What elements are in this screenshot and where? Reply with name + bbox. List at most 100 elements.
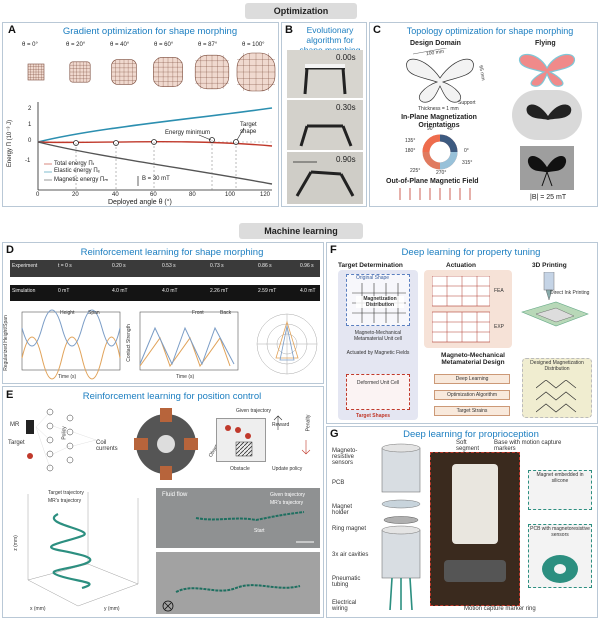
morph-photo-3 (287, 152, 363, 204)
xtick-0: 0 (36, 192, 40, 198)
outplane-title: Out-of-Plane Magnetic Field (386, 178, 479, 185)
legend-magnetic: Magnetic energy Πₘ (54, 177, 109, 183)
panel-c-label: C (373, 24, 381, 36)
actuation-lattice (432, 276, 490, 343)
policy-label: Policy (61, 426, 68, 440)
panel-e-label: E (6, 389, 14, 401)
marker-ring-label: Motion capture marker ring (464, 606, 536, 612)
xtick-80: 80 (189, 192, 196, 198)
designed-dist-box (522, 358, 592, 418)
panel-a (2, 22, 279, 207)
base-label: Base with motion capture markers (494, 440, 562, 452)
ml-banner: Machine learning (239, 223, 363, 239)
butterfly-design (406, 48, 474, 103)
policy-net (26, 408, 97, 472)
angle-label: θ = 40° (110, 42, 130, 48)
energy-chart (37, 102, 273, 191)
xtick-40: 40 (112, 192, 119, 198)
legend-span: Span (88, 310, 100, 316)
ylabel-contact: Contact Strength (125, 324, 132, 362)
target-label: Target (8, 440, 25, 446)
panel-a-title: Gradient optimization for shape morphing (62, 26, 238, 37)
panel-b-label: B (285, 24, 293, 36)
ang-90: 90° (427, 126, 435, 132)
base-ring (444, 560, 506, 582)
obstacle-traj (162, 584, 301, 612)
butterfly-printed (519, 53, 575, 87)
ylabel-hs: Regularized Height/Span (2, 315, 9, 371)
sim-field-2: 4.0 mT (162, 288, 178, 294)
angle-label: θ = 0° (22, 42, 39, 48)
orientation-ring (422, 134, 458, 170)
exp-time-2: 0.53 s (162, 263, 176, 269)
magnet-box (528, 470, 592, 510)
exp-time-3: 0.73 s (210, 263, 224, 269)
sim-field-1: 4.0 mT (112, 288, 128, 294)
g-label-cavities: 3x air cavities (332, 552, 369, 558)
ang-180: 180° (405, 148, 416, 154)
design-domain-label: Design Domain (410, 40, 461, 47)
axis-x: x (mm) (30, 606, 46, 612)
coil-system (134, 408, 198, 480)
legend-target-traj: Target trajectory (48, 490, 84, 496)
panel-d-label: D (6, 244, 14, 256)
coil-label: Coil currents (96, 440, 118, 452)
fea-label: FEA (494, 288, 504, 294)
support-label: Support (458, 100, 476, 106)
experiment-strip (10, 260, 320, 277)
fluid-flow-label: Fluid flow (162, 492, 188, 498)
ytick-0: 0 (28, 138, 32, 144)
thickness-label: Thickness = 1 mm (418, 106, 459, 112)
ytick-2: 2 (28, 106, 32, 112)
unit-cell-label: Magneto-Mechanical Metamaterial Unit cel… (353, 330, 403, 342)
fluid-traj (195, 511, 314, 543)
time-1: 0.30s (336, 103, 356, 112)
legend-back: Back (220, 310, 232, 316)
mr-label: MR (10, 422, 20, 428)
g-label-pcb: PCB (332, 480, 345, 486)
opt-algo-label: Optimization Algorithm (434, 390, 510, 400)
contact-plot (139, 311, 239, 371)
deformed-box (346, 374, 410, 410)
actuation-label: Actuation (446, 262, 476, 269)
update-policy-label: Update policy (272, 466, 303, 472)
legend-mr-traj: MR's trajectory (48, 498, 82, 504)
g-label-tubing: Pneumatic tubing (332, 576, 361, 588)
panel-a-label: A (8, 24, 16, 36)
legend-front: Front (192, 310, 204, 316)
lattice-shapes: θ = 0°θ = 20°θ = 40°θ = 60°θ = 87°θ = 10… (22, 42, 276, 92)
ang-315: 315° (462, 160, 473, 166)
panel-f-label: F (330, 244, 337, 256)
axis-y: y (mm) (104, 606, 120, 612)
obstacle-photo (156, 552, 320, 614)
flying-butterfly (526, 104, 572, 120)
g-label-sensors: Magneto-resistive sensors (332, 448, 358, 466)
legend-total: Total energy Πₜ (54, 161, 95, 167)
xtick-20: 20 (72, 192, 79, 198)
obs-content (225, 425, 253, 457)
design-label: Magneto-Mechanical Metamaterial Design (441, 352, 505, 366)
ytick-1: 1 (28, 122, 32, 128)
panel-g-title: Deep learning for proprioception (403, 429, 539, 440)
angle-label: θ = 100° (242, 42, 265, 48)
printer-graphic (521, 272, 589, 327)
g-label-wiring: Electrical wiring (332, 600, 357, 612)
mr-traj-label: MR's trajectory (270, 500, 304, 506)
time-2: 0.90s (336, 155, 356, 164)
polar-plot (256, 313, 318, 375)
inplane-title: In-Plane Magnetization Orientations (401, 114, 477, 129)
morph-photo-1 (287, 50, 363, 98)
reward-arrows (273, 415, 311, 455)
sim-field-5: 4.0 mT (300, 288, 316, 294)
energy-ylabel: Energy Π (10⁻³ J) (7, 119, 14, 168)
ang-270: 270° (436, 170, 447, 176)
field-magnitude: |B| = 25 mT (530, 194, 567, 201)
butterfly-dark (528, 156, 566, 187)
actuated-label: Actuated by Magnetic Fields (346, 350, 410, 356)
g-label-holder: Magnet holder (332, 504, 353, 516)
target-strains-label: Target Strains (434, 406, 510, 416)
panel-d-title: Reinforcement learning for shape morphin… (80, 247, 264, 258)
panel-g-label: G (330, 428, 339, 440)
sensor-exploded (381, 443, 421, 611)
angle-label: θ = 20° (66, 42, 86, 48)
